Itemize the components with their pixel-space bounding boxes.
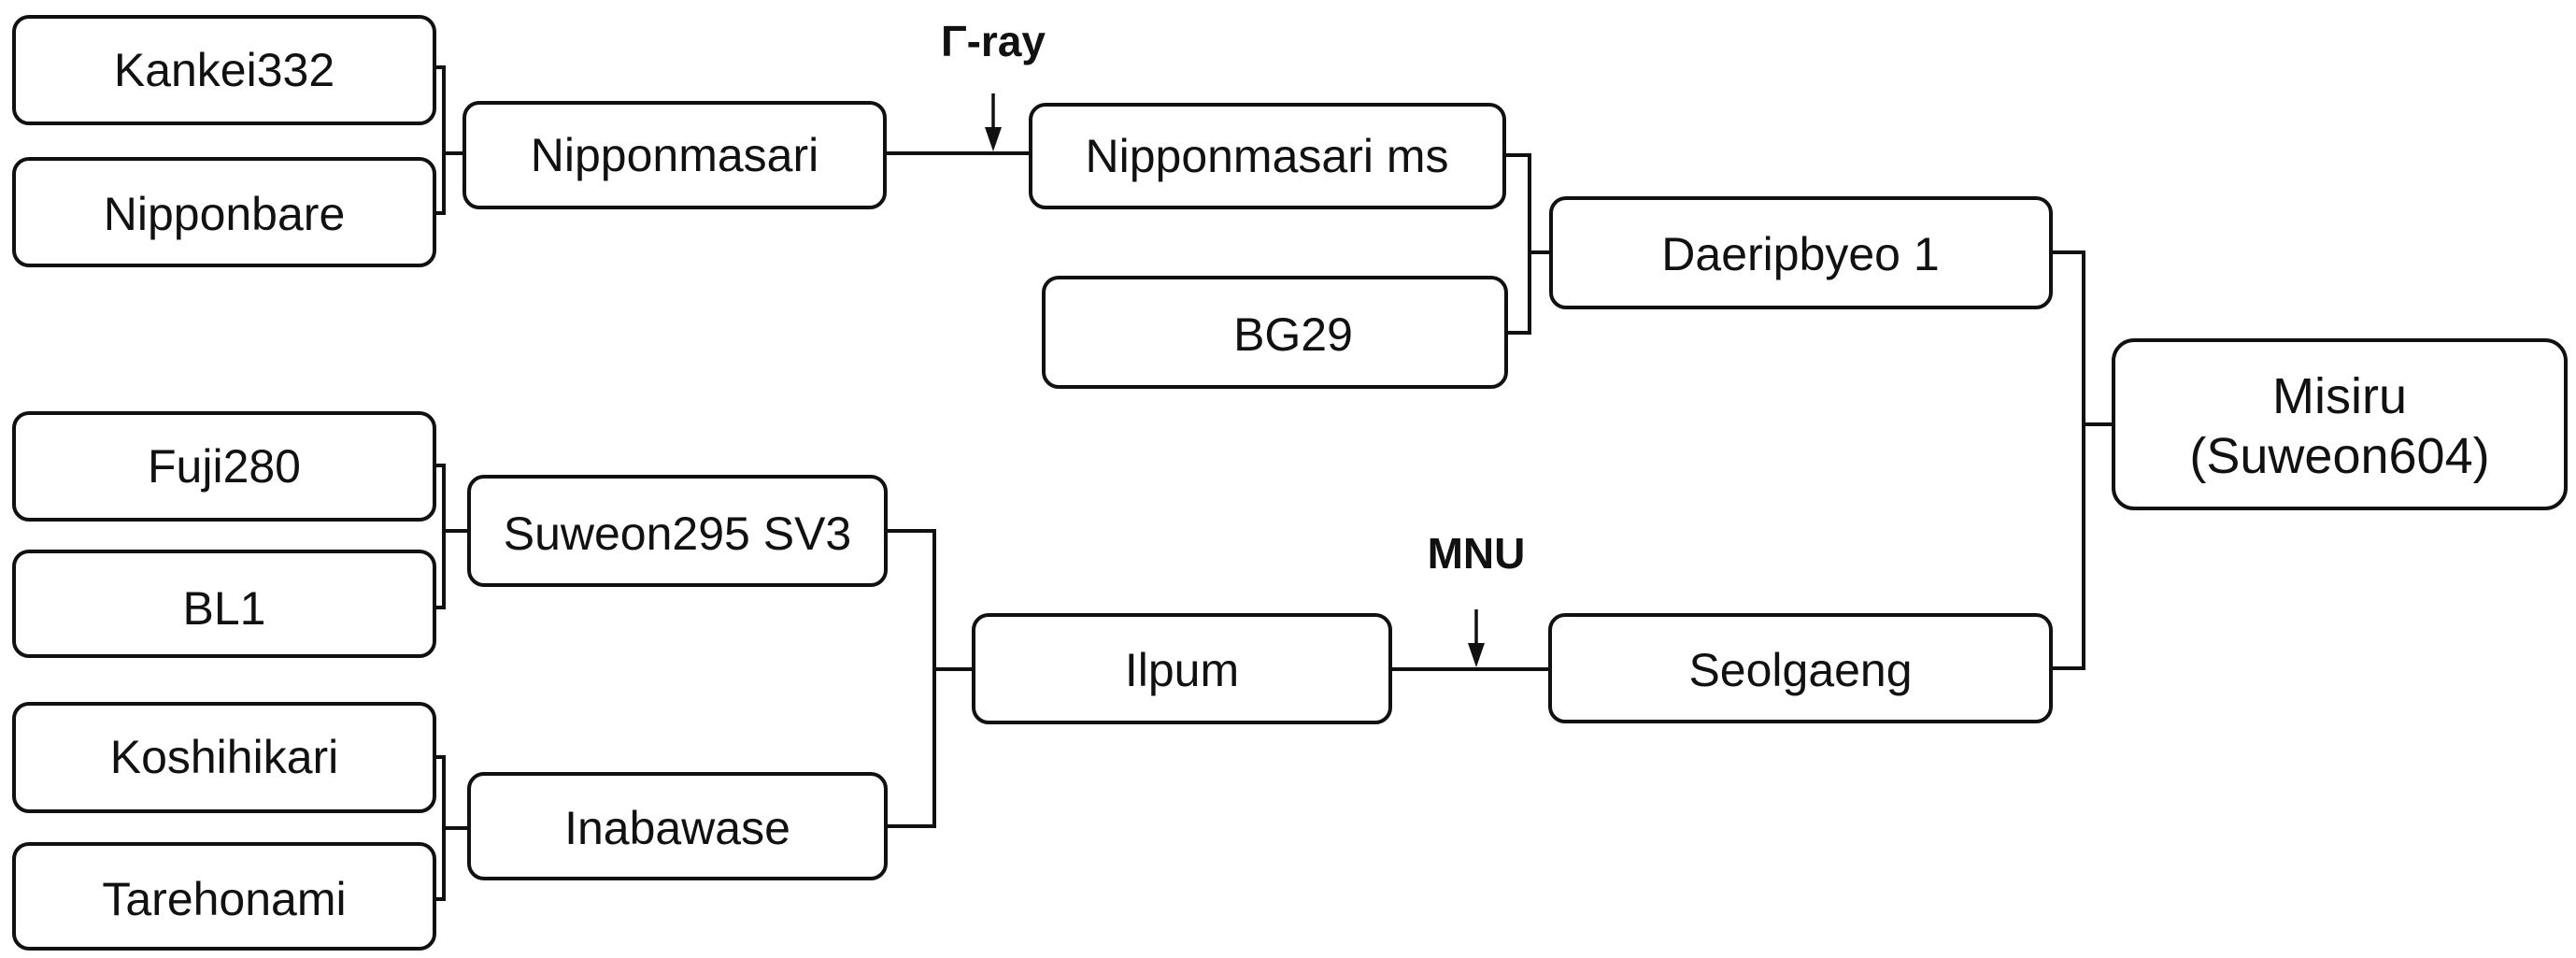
label-misiru-line2: (Suweon604) xyxy=(2189,428,2489,484)
box-fuji280: Fuji280 xyxy=(12,411,436,522)
gamma-ray-arrow xyxy=(985,93,1002,151)
connector-ms-bg29 xyxy=(1504,153,1551,335)
label-inabawase: Inabawase xyxy=(564,802,790,854)
mnu-label: MNU xyxy=(1428,529,1526,578)
box-tarehonami: Tarehonami xyxy=(12,842,436,951)
label-bl1: BL1 xyxy=(183,582,266,635)
box-bg29: BG29 xyxy=(1042,276,1508,389)
connector-daeripbyeo-seolgaeng xyxy=(2051,250,2113,670)
label-seolgaeng: Seolgaeng xyxy=(1688,644,1912,696)
connector-kankei-nipponbare xyxy=(434,65,464,215)
label-ilpum: Ilpum xyxy=(1125,644,1239,696)
label-suweon295sv3: Suweon295 SV3 xyxy=(504,508,852,560)
label-bg29: BG29 xyxy=(1233,308,1353,361)
connector-suweon-inabawase xyxy=(886,529,974,828)
box-seolgaeng: Seolgaeng xyxy=(1548,613,2053,723)
label-tarehonami: Tarehonami xyxy=(102,873,346,925)
box-suweon295sv3: Suweon295 SV3 xyxy=(467,475,888,587)
label-nipponbare: Nipponbare xyxy=(104,188,346,240)
box-inabawase: Inabawase xyxy=(467,772,888,880)
box-nipponmasari: Nipponmasari xyxy=(463,101,887,209)
box-koshihikari: Koshihikari xyxy=(12,702,436,813)
connector-fuji-bl1 xyxy=(434,464,469,609)
label-kankei332: Kankei332 xyxy=(114,44,334,96)
label-nipponmasari: Nipponmasari xyxy=(531,129,818,181)
label-koshihikari: Koshihikari xyxy=(110,731,339,783)
box-bl1: BL1 xyxy=(12,550,436,658)
connector-koshihikari-tarehonami xyxy=(434,755,469,901)
box-nipponmasari-ms: Nipponmasari ms xyxy=(1029,103,1506,209)
box-kankei332: Kankei332 xyxy=(12,15,436,125)
box-daeripbyeo1: Daeripbyeo 1 xyxy=(1549,196,2053,309)
box-nipponbare: Nipponbare xyxy=(12,157,436,267)
box-misiru: Misiru (Suweon604) xyxy=(2112,338,2568,510)
label-fuji280: Fuji280 xyxy=(148,440,301,493)
gamma-ray-label: Γ-ray xyxy=(941,17,1046,65)
label-nipponmasari-ms: Nipponmasari ms xyxy=(1085,130,1448,182)
mnu-arrow xyxy=(1468,609,1485,667)
box-ilpum: Ilpum xyxy=(972,613,1392,724)
label-daeripbyeo1: Daeripbyeo 1 xyxy=(1661,228,1939,280)
label-misiru-line1: Misiru xyxy=(2272,368,2407,424)
connectors xyxy=(434,65,2113,901)
